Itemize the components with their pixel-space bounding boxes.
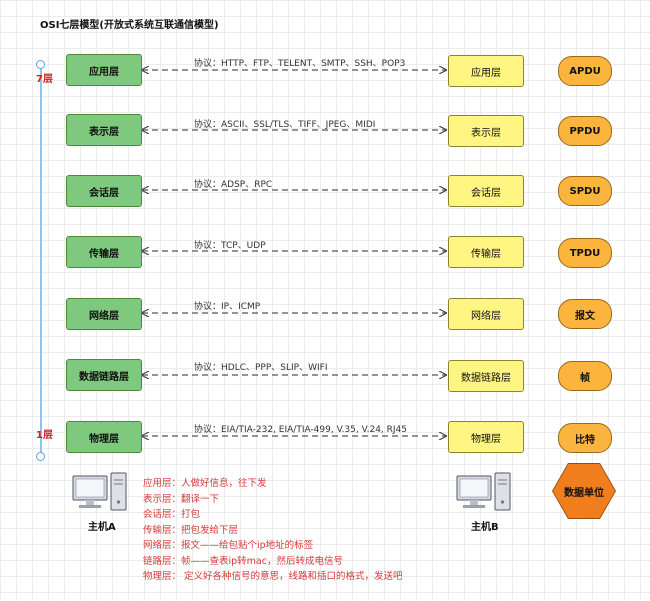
note-session: 会话层：打包: [143, 509, 201, 520]
pdu-physical: 比特: [558, 423, 612, 453]
note-physical: 物理层： 定义好各种信号的意思，线路和插口的格式，发送吧: [143, 571, 403, 582]
host-b-layer-presentation: 表示层: [448, 115, 524, 147]
protocol-label-data-link: 协议：HDLC、PPP、SLIP、WIFI: [194, 363, 328, 373]
protocol-label-transport: 协议：TCP、UDP: [194, 241, 266, 251]
protocol-label-session: 协议：ADSP、RPC: [194, 180, 273, 190]
host-a-layer-transport: 传输层: [66, 236, 142, 268]
protocol-label-presentation: 协议：ASCII、SSL/TLS、TIFF、JPEG、MIDI: [194, 120, 376, 130]
host-a-layer-session: 会话层: [66, 175, 142, 207]
protocol-label-application: 协议：HTTP、FTP、TELENT、SMTP、SSH、POP3: [194, 59, 406, 69]
note-network: 网络层：报文——给包贴个ip地址的标签: [143, 540, 314, 551]
host-a-layer-presentation: 表示层: [66, 114, 142, 146]
host-b-layer-network: 网络层: [448, 298, 524, 330]
note-transport: 传输层：把包发给下层: [143, 524, 239, 536]
level-line-bottom-handle: [36, 452, 45, 461]
diagram-title: OSI七层模型(开放式系统互联通信模型): [40, 20, 219, 31]
pdu-application: APDU: [558, 56, 612, 86]
host-a-label: 主机A: [88, 522, 116, 533]
pdu-transport: TPDU: [558, 238, 612, 268]
host-b-layer-application: 应用层: [448, 55, 524, 87]
host-b-layer-physical: 物理层: [448, 421, 524, 453]
note-presentation: 表示层：翻译一下: [143, 493, 220, 505]
pdu-session: SPDU: [558, 176, 612, 206]
host-a-layer-application: 应用层: [66, 54, 142, 86]
host-b-layer-session: 会话层: [448, 175, 524, 207]
host-b-label: 主机B: [471, 522, 499, 533]
host-a-layer-data-link: 数据链路层: [66, 359, 142, 391]
computer-icon-host-b: [456, 472, 511, 511]
protocol-label-network: 协议：IP、ICMP: [194, 302, 261, 312]
level-top-label: 7层: [36, 74, 53, 85]
layer-notes: 应用层：人做好信息，往下发 表示层：翻译一下 会话层：打包 传输层：把包发给下层…: [143, 476, 403, 585]
host-b-layer-transport: 传输层: [448, 236, 524, 268]
level-line: [40, 64, 42, 456]
pdu-network: 报文: [558, 299, 612, 329]
host-b-layer-data-link: 数据链路层: [448, 360, 524, 392]
pdu-data-link: 帧: [558, 361, 612, 391]
note-data-link: 链路层：帧——查表ip转mac，然后转成电信号: [143, 555, 343, 567]
level-line-top-handle: [36, 60, 45, 69]
note-application: 应用层：人做好信息，往下发: [143, 478, 267, 489]
level-bottom-label: 1层: [36, 430, 53, 441]
pdu-presentation: PPDU: [558, 116, 612, 146]
host-a-layer-physical: 物理层: [66, 421, 142, 453]
computer-icon-host-a: [72, 472, 127, 511]
protocol-label-physical: 协议：EIA/TIA-232, EIA/TIA-499, V.35, V.24,…: [194, 425, 407, 435]
host-a-layer-network: 网络层: [66, 298, 142, 330]
